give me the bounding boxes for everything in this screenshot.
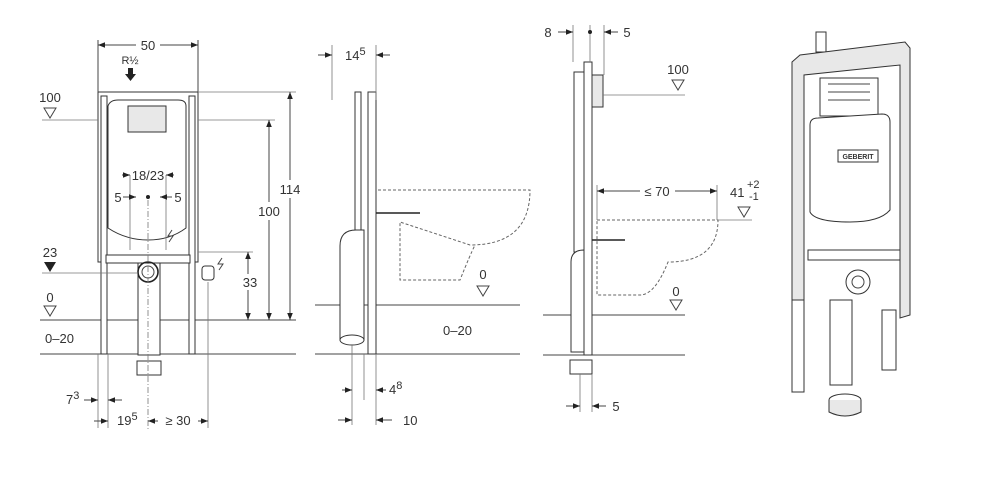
offset-right-dimension: 5 — [174, 190, 181, 205]
level-0-label: 0 — [46, 290, 53, 305]
frame-leg-left — [791, 299, 805, 393]
brand-label — [837, 149, 879, 163]
cistern — [809, 113, 891, 223]
drain-connection-inner — [851, 275, 865, 289]
brand-text: GEBERIT — [842, 154, 874, 161]
cistern — [107, 99, 187, 241]
center-dot — [146, 195, 150, 199]
offset-4-dimension: 48 — [389, 380, 402, 397]
height-114-dimension: 114 — [280, 182, 301, 197]
side-view-bowl: 100 8 5 ≤ 70 41 +2 -1 0 5 — [543, 25, 760, 414]
height-100-dimension: 100 — [258, 204, 280, 219]
frame-side — [583, 61, 593, 356]
wc-bowl-outline — [596, 219, 719, 296]
level-0-label: 0 — [479, 267, 486, 282]
width-dimension: 50 — [141, 38, 155, 53]
drain-connector-body — [828, 400, 862, 417]
level-23-label: 23 — [43, 245, 57, 260]
drain-connector — [136, 360, 162, 376]
frame-post-left — [100, 95, 108, 355]
post-offset-dimension: 73 — [66, 390, 79, 407]
level-marker-icon — [43, 107, 57, 119]
offset-left-dimension: 5 — [114, 190, 121, 205]
floor-range-label: 0–20 — [443, 323, 472, 338]
frame-side — [367, 91, 377, 355]
level-marker-icon — [476, 285, 490, 297]
center-dot — [588, 30, 592, 34]
electric-icon — [217, 257, 224, 271]
drain-pipe — [137, 262, 161, 356]
spacing-dimension: 18/23 — [132, 168, 165, 183]
drain-pipe — [829, 299, 853, 386]
electric-distance-dimension: ≥ 30 — [165, 413, 190, 428]
offset-5-top-dimension: 5 — [623, 25, 630, 40]
level-marker-icon — [43, 305, 57, 317]
electric-socket-icon — [201, 265, 215, 281]
front-view: 50 R½ 100 23 0 0–20 114 100 33 18/23 5 5 — [39, 38, 300, 430]
supply-thread-label: R½ — [121, 55, 138, 67]
drain-pipe — [570, 249, 585, 353]
cistern-side — [573, 71, 585, 253]
seat-height-dimension: 41 — [730, 185, 744, 200]
seat-tolerance-plus: +2 — [747, 179, 760, 191]
offset-8-dimension: 8 — [544, 25, 551, 40]
seat-tolerance-minus: -1 — [749, 191, 759, 203]
wc-bowl-outline — [378, 189, 531, 281]
frame-post-right — [188, 95, 196, 355]
height-33-dimension: 33 — [243, 275, 257, 290]
drain-connection — [845, 269, 871, 295]
offset-5-bottom-dimension: 5 — [612, 399, 619, 414]
frame-leg-right — [881, 309, 897, 371]
water-supply-arrow-icon — [125, 68, 136, 81]
depth-dimension: 145 — [345, 46, 366, 63]
product-illustration: GEBERIT — [791, 31, 911, 417]
crossbar — [807, 249, 901, 261]
drain-connector — [569, 359, 593, 375]
flush-plate — [591, 74, 604, 108]
side-view: 145 0 0–20 48 10 — [315, 45, 531, 428]
level-marker-icon — [669, 299, 683, 311]
level-100-label: 100 — [39, 90, 61, 105]
floor-range-label: 0–20 — [45, 331, 74, 346]
supply-valve — [815, 31, 827, 53]
bowl-projection-dimension: ≤ 70 — [644, 184, 669, 199]
level-marker-icon — [737, 206, 751, 218]
level-marker-filled-icon — [44, 262, 56, 272]
level-marker-icon — [671, 79, 685, 91]
drain-opening — [339, 334, 365, 346]
drain-elbow — [339, 229, 365, 341]
offset-19-dimension: 195 — [117, 411, 138, 428]
level-0-label: 0 — [672, 284, 679, 299]
flush-plate-opening — [127, 105, 167, 133]
offset-10-dimension: 10 — [403, 413, 417, 428]
electric-icon-2 — [167, 229, 174, 243]
level-100-label: 100 — [667, 62, 689, 77]
